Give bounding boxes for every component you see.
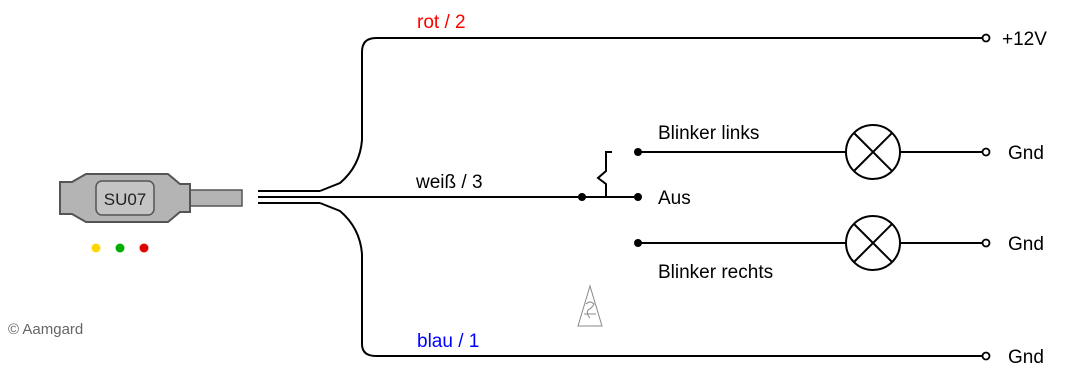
label-off: Aus — [658, 188, 691, 209]
status-leds — [91, 243, 149, 253]
terminal-gnd-right — [981, 238, 991, 248]
contact-left — [634, 148, 642, 156]
su07-device: SU07 — [59, 173, 243, 223]
switch-blade — [596, 151, 612, 197]
lamp-right-icon — [845, 215, 901, 271]
contact-off — [634, 193, 642, 201]
label-white-wire: weiß / 3 — [415, 172, 483, 193]
device-label: SU07 — [104, 190, 147, 209]
led-yellow — [91, 243, 101, 253]
label-blinker-right: Blinker rechts — [658, 262, 773, 283]
label-gnd-right: Gnd — [1008, 234, 1044, 255]
label-gnd-blue: Gnd — [1008, 347, 1044, 368]
device-label-box — [95, 180, 155, 216]
label-12v: +12V — [1002, 29, 1047, 50]
label-blinker-left: Blinker links — [658, 123, 759, 144]
copyright-text: © Aamgard — [8, 321, 83, 338]
terminal-12v — [981, 33, 991, 43]
ams-logo-icon — [577, 284, 603, 327]
lamp-left-icon — [845, 124, 901, 180]
terminal-gnd-blue — [981, 351, 991, 361]
label-gnd-left: Gnd — [1008, 143, 1044, 164]
contact-right — [634, 239, 642, 247]
led-green — [115, 243, 125, 253]
label-blue-wire: blau / 1 — [417, 331, 479, 352]
label-red-wire: rot / 2 — [417, 12, 466, 33]
junction-common — [578, 193, 586, 201]
terminal-gnd-left — [981, 147, 991, 157]
wire-red — [319, 37, 982, 192]
led-red — [139, 243, 149, 253]
wire-blue — [319, 202, 982, 357]
